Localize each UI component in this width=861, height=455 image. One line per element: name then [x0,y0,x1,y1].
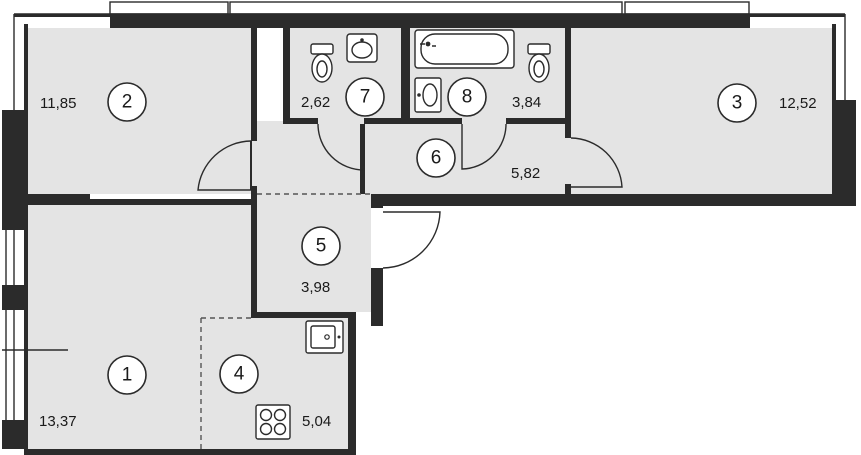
kitchen-sink-icon [305,320,344,354]
room-4-badge: 4 [219,354,259,394]
wall-top-left [14,14,110,17]
wall-bath8-bottom [506,118,570,124]
wall-room2-right-low [251,121,257,141]
room-6-area: 5,82 [511,165,540,182]
sink-icon [346,33,378,63]
room-8-area: 3,84 [512,94,541,111]
door-room3-swing [570,137,623,188]
wall-south-right [383,194,836,206]
toilet-icon [527,43,551,83]
room-3-area: 12,52 [779,95,817,112]
wall-left-pier-1 [2,110,26,230]
washbasin-icon [414,77,442,113]
wall-wc7-bottom-left [290,118,318,124]
wall-right-pier [832,100,856,206]
room-badges: 2 7 8 3 6 5 1 4 [107,77,757,395]
room-6-number: 6 [431,148,442,169]
wall-room5-left [251,186,257,312]
room-3-floor [570,28,832,194]
zone-lines [2,193,371,449]
wall-room3-left-low [565,184,571,200]
room-4-number: 4 [234,364,245,385]
window-top-1 [109,1,229,15]
room-3-number: 3 [732,93,743,114]
wall-left-pier-2 [2,285,26,310]
room-2-badge: 2 [107,82,147,122]
door-entry-swing [382,211,441,269]
area-labels: 11,85 2,62 3,84 12,52 5,82 3,98 13,37 5,… [39,94,817,430]
room-4-area: 5,04 [302,413,331,430]
wall-left-pier-3 [2,420,26,449]
wall-bottom [24,449,356,455]
room-1-area: 13,37 [39,413,77,430]
wall-wc7-bottom-right [364,118,462,124]
room-5-number: 5 [316,236,327,257]
wall-wc7-left [283,28,290,124]
toilet-icon [310,43,334,83]
door-room2-swing [197,140,252,191]
room-2-area: 11,85 [40,95,76,112]
wall-room5-bottom [251,312,348,318]
wall-top-right [750,14,845,17]
room-7-badge: 7 [345,77,385,117]
fixtures [255,29,551,440]
wall-room3-left [565,28,571,138]
room-3-badge: 3 [717,83,757,123]
room-6-floor [251,121,570,194]
wall-entry-top [371,194,383,208]
room-5-area: 3,98 [301,279,330,296]
room-1-badge: 1 [107,355,147,395]
room-7-area: 2,62 [301,94,330,111]
wall-entry-bottom [371,268,383,326]
wall-room2-bottom [28,194,90,205]
room-2-number: 2 [122,92,133,113]
door-wc7-swing [317,123,365,171]
wall-room2-bottom-thin [90,199,256,205]
doors [197,123,623,269]
wall-kitchen-right [348,312,356,455]
window-top-2 [229,1,623,15]
room-1-number: 1 [122,365,133,386]
walls [2,14,856,455]
bathtub-icon [414,29,515,69]
door-bath8-swing [461,123,507,170]
stove-icon [255,404,291,440]
room-6-badge: 6 [416,138,456,178]
room-7-number: 7 [360,87,371,108]
room-8-number: 8 [462,87,473,108]
window-top-3 [624,1,750,15]
wall-left [24,24,28,449]
wall-top [110,14,750,28]
wall-room2-right [251,28,257,121]
room-8-badge: 8 [447,77,487,117]
room-5-badge: 5 [301,226,341,266]
wall-wc7-right [401,28,410,124]
wall-hall-divider [360,124,365,194]
